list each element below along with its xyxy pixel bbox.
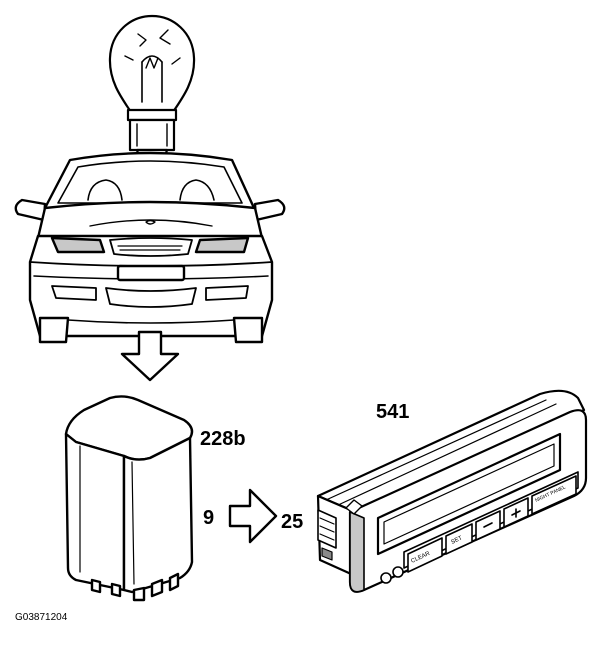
minus-button-icon	[475, 510, 501, 541]
figure-code: G03871204	[15, 612, 68, 623]
label-relay: 228b	[200, 428, 246, 450]
label-display-pin: 25	[281, 511, 304, 533]
relay-icon	[64, 395, 194, 602]
label-display-unit: 541	[376, 401, 410, 423]
button-label-set: SET	[450, 535, 463, 546]
label-relay-pin: 9	[203, 507, 215, 529]
right-arrow-icon	[228, 488, 278, 544]
display-unit-icon: CLEAR SET - + NIGHT PANEL	[316, 389, 588, 593]
plus-button-icon	[503, 497, 529, 528]
set-button-icon	[445, 523, 473, 555]
down-arrow-icon	[120, 330, 180, 382]
car-front-icon	[14, 151, 286, 344]
night-panel-button-icon	[531, 475, 577, 515]
clear-button-icon	[407, 537, 443, 573]
bulb-icon	[108, 14, 196, 162]
